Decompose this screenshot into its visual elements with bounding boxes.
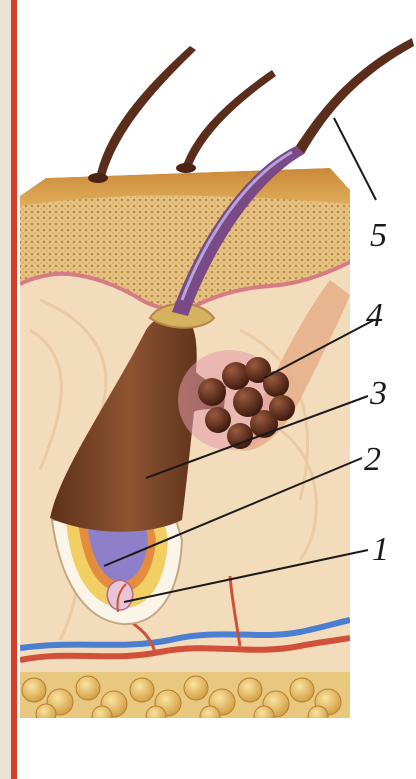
callout-2: 2 bbox=[364, 441, 381, 478]
frame-left-edge bbox=[11, 0, 17, 779]
callout-3: 3 bbox=[369, 375, 387, 412]
hair-pore-left bbox=[88, 173, 108, 183]
callout-5: 5 bbox=[370, 217, 387, 254]
callout-4: 4 bbox=[366, 297, 383, 334]
callout-1: 1 bbox=[372, 531, 389, 568]
hair-pore-middle bbox=[176, 163, 196, 173]
